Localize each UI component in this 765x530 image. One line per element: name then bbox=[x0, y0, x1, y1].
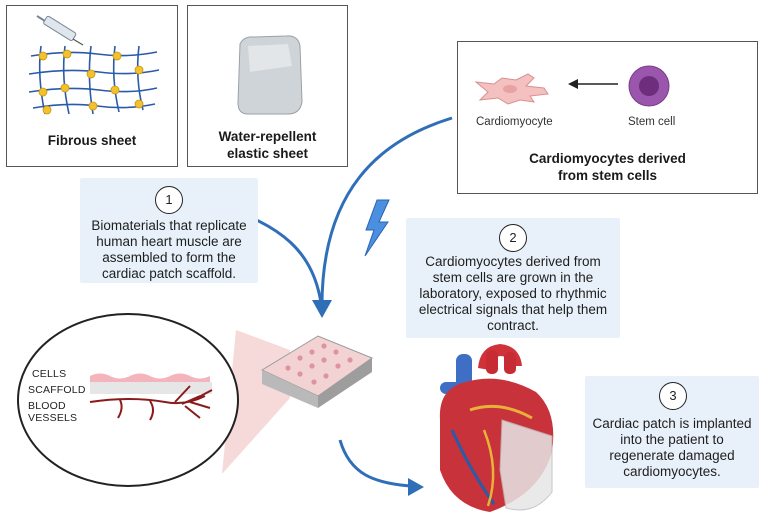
stem-cell-panel: Cardiomyocyte Stem cell Cardiomyocytes d… bbox=[457, 41, 758, 194]
scaffold-label: SCAFFOLD bbox=[28, 384, 86, 396]
step-1-line-3: assembled to form the bbox=[102, 250, 236, 265]
step-1-line-1: Biomaterials that replicate bbox=[91, 218, 247, 233]
blood-vessels-label-line1: BLOOD bbox=[28, 400, 66, 412]
step-3-note: 3 Cardiac patch is implanted into the pa… bbox=[585, 376, 759, 488]
step-2-note: 2 Cardiomyocytes derived from stem cells… bbox=[406, 218, 620, 338]
step-3-number: 3 bbox=[659, 382, 687, 410]
elastic-sheet-panel: Water-repellent elastic sheet bbox=[187, 5, 348, 167]
arrow-patch-to-heart bbox=[338, 439, 411, 488]
step-1-number: 1 bbox=[155, 186, 183, 214]
elastic-sheet-illustration bbox=[237, 35, 303, 115]
step-2-line-1: Cardiomyocytes derived from bbox=[425, 254, 601, 269]
cardiomyocyte-label: Cardiomyocyte bbox=[476, 116, 553, 128]
step-3-line-3: regenerate damaged bbox=[609, 448, 735, 463]
step-2-line-4: electrical signals that help them bbox=[418, 302, 608, 317]
fibrous-sheet-panel: Fibrous sheet bbox=[6, 5, 178, 167]
syringe-icon bbox=[36, 15, 84, 46]
stem-cell-title-line1: Cardiomyocytes derived bbox=[529, 151, 686, 166]
step-1-note: 1 Biomaterials that replicate human hear… bbox=[80, 178, 258, 283]
step-2-line-5: contract. bbox=[487, 318, 539, 333]
fibrous-sheet-illustration bbox=[28, 15, 160, 115]
step-3-line-4: cardiomyocytes. bbox=[623, 464, 721, 479]
step-2-line-3: laboratory, exposed to rhythmic bbox=[419, 286, 607, 301]
step-3-line-2: into the patient to bbox=[620, 432, 724, 447]
step-1-line-2: human heart muscle are bbox=[96, 234, 242, 249]
blood-vessels-label-line2: VESSELS bbox=[28, 412, 78, 424]
stem-cell-title-line2: from stem cells bbox=[557, 168, 658, 183]
arrowhead-patch bbox=[312, 300, 332, 318]
lightning-icon bbox=[364, 199, 390, 257]
cells-label: CELLS bbox=[32, 368, 67, 380]
stem-cell-illustration bbox=[474, 65, 670, 107]
elastic-sheet-label-line1: Water-repellent bbox=[218, 129, 317, 144]
step-3-line-1: Cardiac patch is implanted bbox=[592, 416, 752, 431]
arrowhead-heart bbox=[408, 478, 424, 496]
arrow-stemcells-to-patch bbox=[320, 116, 453, 313]
elastic-sheet-label-line2: elastic sheet bbox=[226, 146, 309, 161]
fibrous-sheet-label: Fibrous sheet bbox=[47, 133, 137, 148]
stem-cell-label: Stem cell bbox=[628, 116, 676, 128]
step-1-line-4: cardiac patch scaffold. bbox=[101, 266, 237, 281]
step-2-line-2: stem cells are grown in the bbox=[432, 270, 594, 285]
step-2-number: 2 bbox=[499, 224, 527, 252]
